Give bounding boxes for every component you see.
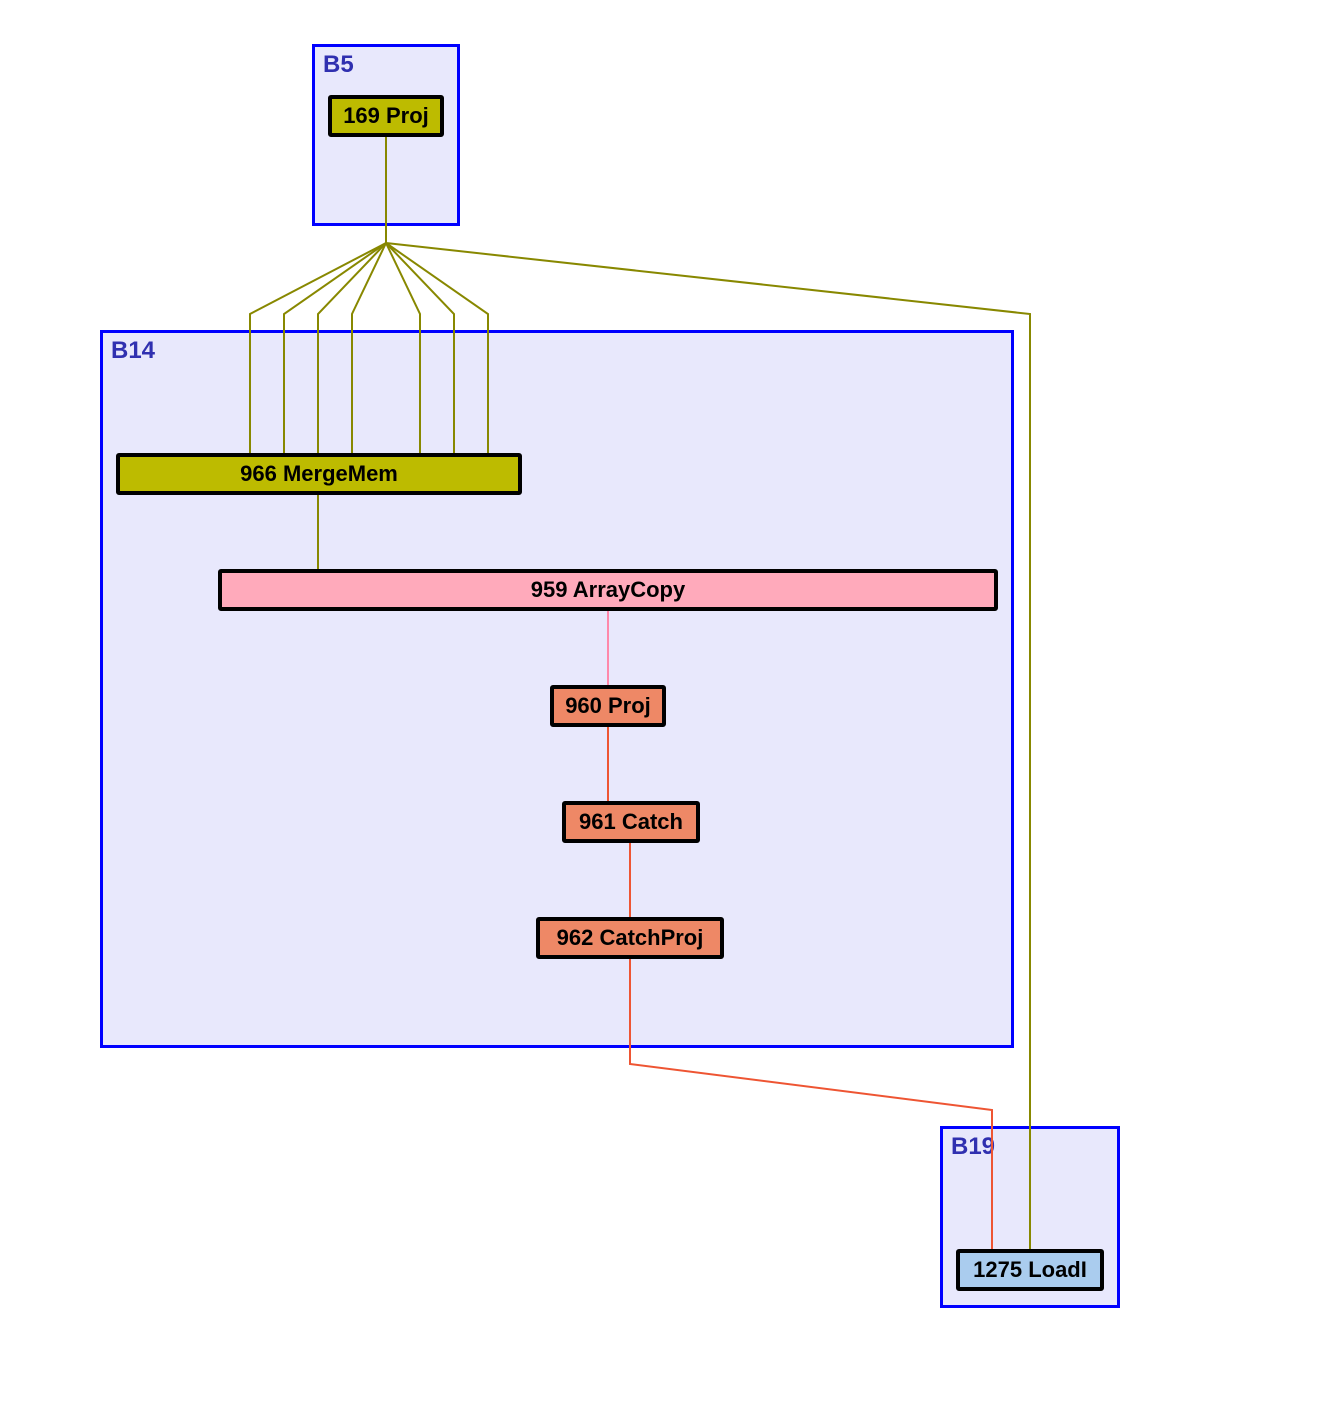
node-960-proj[interactable]: 960 Proj bbox=[550, 685, 666, 727]
edge-169-1275 bbox=[385, 242, 1031, 1249]
edge-962-1275 bbox=[629, 959, 993, 1249]
edge-169-966 bbox=[385, 242, 421, 453]
edge-169-966 bbox=[249, 242, 387, 453]
node-959-arraycopy[interactable]: 959 ArrayCopy bbox=[218, 569, 998, 611]
block-label: B14 bbox=[111, 337, 156, 364]
edge-169-966 bbox=[385, 242, 455, 453]
node-962-catchproj[interactable]: 962 CatchProj bbox=[536, 917, 724, 959]
block-label: B5 bbox=[323, 51, 354, 78]
node-966-mergemem[interactable]: 966 MergeMem bbox=[116, 453, 522, 495]
edge-169-966 bbox=[385, 242, 489, 453]
block-label: B19 bbox=[951, 1133, 996, 1160]
node-961-catch[interactable]: 961 Catch bbox=[562, 801, 700, 843]
node-169-proj[interactable]: 169 Proj bbox=[328, 95, 444, 137]
edge-169-966 bbox=[283, 242, 387, 453]
edge-169-966 bbox=[351, 242, 387, 453]
node-1275-loadi[interactable]: 1275 LoadI bbox=[956, 1249, 1104, 1291]
edge-169-966 bbox=[317, 242, 387, 453]
